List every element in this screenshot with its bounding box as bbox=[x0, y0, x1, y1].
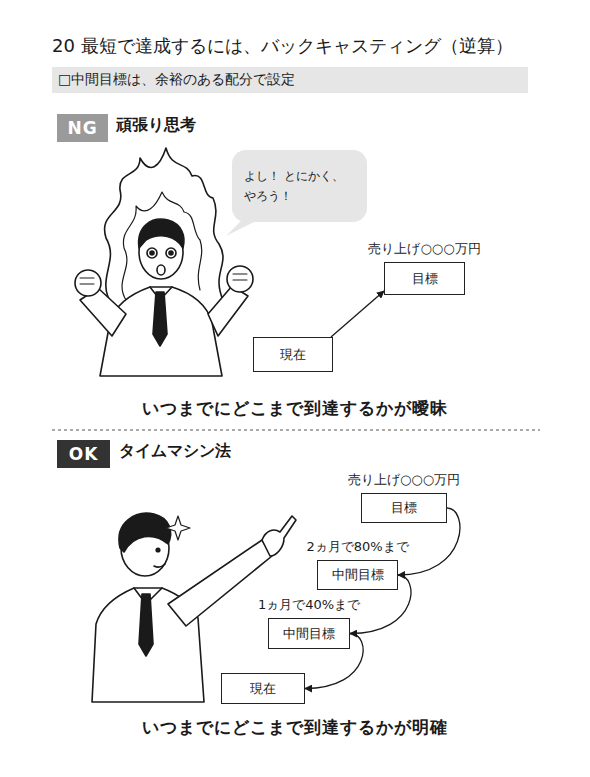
current-box: 現在 bbox=[221, 673, 305, 704]
box-text: NG bbox=[67, 118, 97, 138]
goal-box: 売り上げ○○○万円目標 bbox=[384, 262, 465, 295]
subtitle-band: □中間目標は、余裕のある配分で設定 bbox=[52, 67, 528, 93]
connector-arrow bbox=[331, 291, 384, 337]
milestone-box: 2ヵ月で80%まで中間目標 bbox=[317, 560, 398, 590]
section-heading: 頑張り思考 bbox=[116, 115, 196, 136]
section-caption: いつまでにどこまで到達するかが明確 bbox=[0, 716, 590, 739]
speech-bubble: よし！ とにかく、やろう！ bbox=[232, 150, 367, 222]
ng-badge: NG bbox=[57, 114, 108, 142]
ok-badge: OK bbox=[57, 440, 110, 468]
section-caption: いつまでにどこまで到達するかが曖昧 bbox=[0, 397, 590, 420]
box-heading: 売り上げ○○○万円 bbox=[368, 240, 480, 258]
box-heading: 1ヵ月で40%まで bbox=[258, 596, 360, 614]
ng-man-figure bbox=[75, 148, 253, 376]
milestone-box: 1ヵ月で40%まで中間目標 bbox=[268, 618, 350, 649]
box-text: 中間目標 bbox=[283, 625, 335, 643]
page-title: 20 最短で達成するには、バックキャスティング（逆算） bbox=[52, 34, 513, 58]
box-text: 目標 bbox=[412, 270, 438, 288]
box-text: 中間目標 bbox=[332, 566, 384, 584]
box-text: 現在 bbox=[280, 346, 306, 364]
box-heading: 2ヵ月で80%まで bbox=[306, 538, 408, 556]
goal-box: 売り上げ○○○万円目標 bbox=[361, 493, 447, 523]
box-text: 現在 bbox=[250, 680, 276, 698]
current-box: 現在 bbox=[253, 337, 333, 372]
box-heading: 売り上げ○○○万円 bbox=[348, 471, 460, 489]
box-text: 目標 bbox=[391, 499, 417, 517]
box-text: よし！ とにかく、やろう！ bbox=[244, 166, 352, 207]
box-text: OK bbox=[69, 444, 99, 464]
section-divider bbox=[52, 430, 540, 431]
box-text: □中間目標は、余裕のある配分で設定 bbox=[58, 71, 295, 89]
section-heading: タイムマシン法 bbox=[119, 441, 231, 462]
